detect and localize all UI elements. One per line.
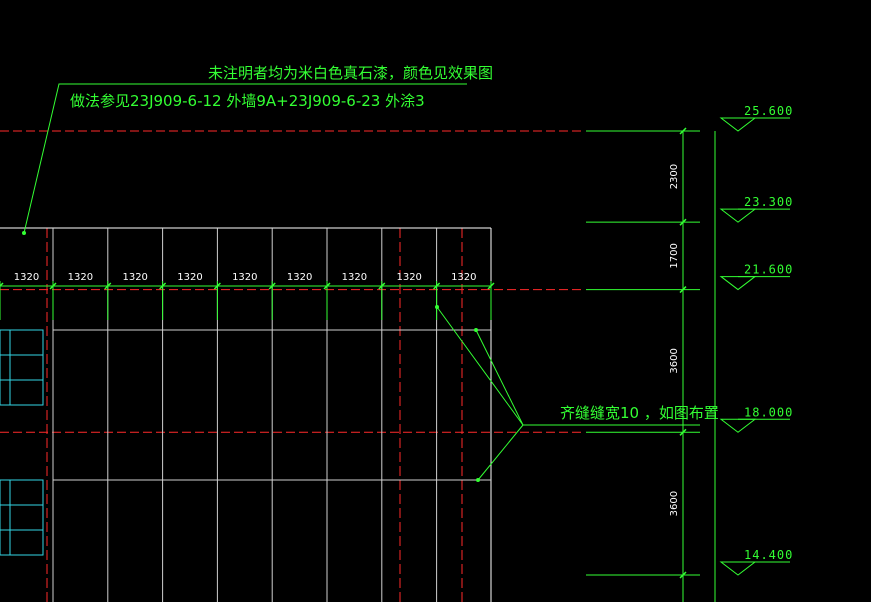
storey-height-label: 1700	[669, 243, 680, 268]
level-label: 18.000	[744, 405, 793, 419]
level-label: 23.300	[744, 195, 793, 209]
dimension-tick	[104, 282, 112, 290]
height-dimension-tick	[679, 286, 687, 294]
panel-width-label: 1320	[122, 272, 147, 283]
note-joint: 齐缝缝宽10 ，如图布置	[560, 404, 719, 422]
level-label: 25.600	[744, 104, 793, 118]
leader-dot	[22, 231, 26, 235]
joint-leader	[475, 329, 524, 426]
level-label: 21.600	[744, 263, 793, 277]
axis-lines	[0, 130, 583, 602]
window-frames	[0, 329, 44, 556]
window-frame	[0, 479, 44, 556]
panel-width-label: 1320	[396, 272, 421, 283]
window-frame	[0, 329, 44, 406]
leader-dot	[476, 478, 480, 482]
panel-width-label: 1320	[68, 272, 93, 283]
dimension-tick	[487, 282, 495, 290]
level-markers: 25.600 23.300 21.600 18.000 14.400	[714, 104, 793, 602]
storey-height-label: 3600	[669, 491, 680, 516]
dimension-tick	[159, 282, 167, 290]
dimension-lines: 1320 1320 1320 1320 1320 1320 1320 1320 1320 2300…	[0, 127, 700, 602]
joint-leader	[477, 424, 524, 481]
panel-width-label: 1320	[177, 272, 202, 283]
note-construction: 做法参见23J909-6-12 外墙9A+23J909-6-23 外涂3	[70, 92, 425, 110]
leader-dot	[474, 328, 478, 332]
dimension-tick	[213, 282, 221, 290]
panel-width-label: 1320	[232, 272, 257, 283]
storey-height-label: 3600	[669, 348, 680, 373]
height-dimension-tick	[679, 127, 687, 135]
leader-lines	[22, 83, 700, 482]
dimension-tick	[323, 282, 331, 290]
dimension-tick	[0, 282, 4, 288]
panel-width-label: 1320	[14, 272, 39, 283]
dimension-tick	[433, 282, 441, 290]
storey-height-label: 2300	[669, 164, 680, 189]
height-dimension-tick	[679, 218, 687, 226]
dimension-tick	[268, 282, 276, 290]
panel-width-label: 1320	[342, 272, 367, 283]
dimension-tick	[49, 282, 57, 290]
level-label: 14.400	[744, 548, 793, 562]
panel-width-label: 1320	[287, 272, 312, 283]
note-material: 未注明者均为米白色真石漆，颜色见效果图	[208, 64, 493, 82]
dimension-tick	[378, 282, 386, 290]
leader-dot	[435, 305, 439, 309]
note-leader	[23, 83, 467, 234]
panel-width-label: 1320	[451, 272, 476, 283]
height-dimension-tick	[679, 571, 687, 579]
height-dimension-tick	[679, 428, 687, 436]
